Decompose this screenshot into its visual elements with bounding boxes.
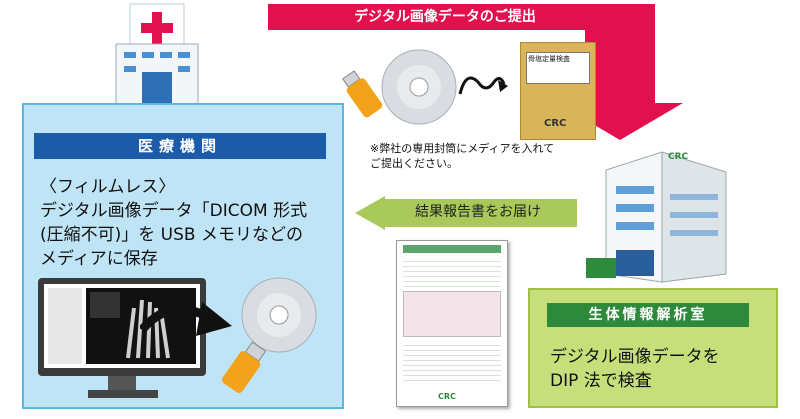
report-arrow-label: 結果報告書をお届け: [415, 204, 541, 220]
envelope-title: 骨塩定量検査: [528, 55, 570, 63]
note-line-1: ※弊社の専用封筒にメディアを入れて: [370, 142, 555, 155]
medical-text-line-4: メディアに保存: [40, 249, 158, 269]
lab-text-line-2: DIP 法で検査: [550, 371, 652, 391]
hospital-icon: [115, 3, 199, 111]
medical-institution-title: 医療機関: [34, 133, 326, 159]
cd-icon: [241, 277, 317, 353]
usb-memory-icon-2: [341, 70, 383, 118]
report-arrow: [355, 196, 577, 230]
cd-icon-2: [381, 49, 457, 125]
building-sign: CRC: [668, 152, 689, 162]
medical-text-line-3: (圧縮不可)」を USB メモリなどの: [40, 225, 303, 245]
note-line-2: ご提出ください。: [370, 157, 458, 170]
lab-text-line-1: デジタル画像データを: [550, 347, 720, 367]
lab-building-icon: [586, 151, 727, 283]
envelope-label: [526, 52, 590, 84]
submission-arrow-label: デジタル画像データのご提出: [354, 9, 536, 25]
medical-text-line-1: 〈フィルムレス〉: [40, 177, 176, 197]
monitor-icon: [38, 278, 206, 398]
usb-memory-icon: [221, 341, 267, 393]
curl-arrow-icon: [458, 76, 508, 95]
analysis-lab-title: 生体情報解析室: [547, 303, 749, 327]
report-document: [396, 240, 508, 407]
envelope-logo: CRC: [544, 118, 567, 129]
save-to-media-arrow: [140, 302, 232, 336]
medical-text-line-2: デジタル画像データ「DICOM 形式: [40, 201, 308, 221]
report-logo: CRC: [438, 392, 456, 401]
